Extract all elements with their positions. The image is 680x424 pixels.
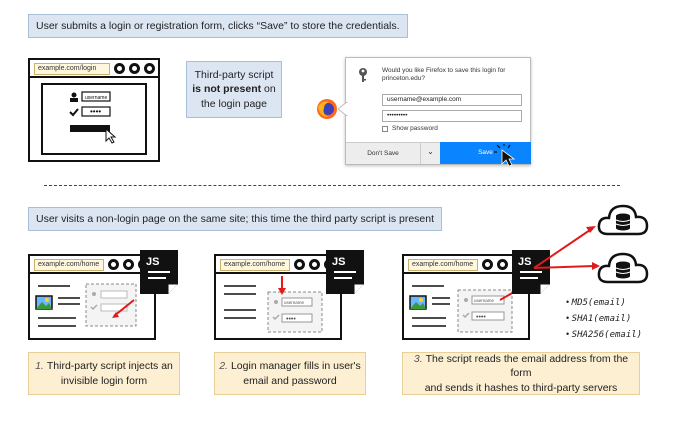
home-browser-window-1: example.com/home [28, 254, 156, 340]
svg-text:username: username [284, 300, 305, 305]
firefox-icon [317, 99, 337, 119]
step-number: 3. [413, 353, 423, 366]
js-script-icon [140, 250, 178, 294]
note-emphasis: is not present [192, 83, 262, 96]
hash-label: SHA1(email) [571, 314, 632, 324]
script-not-present-note: Third-party script is not present on the… [186, 61, 282, 118]
bottom-banner: User visits a non-login page on the same… [28, 207, 443, 231]
window-button-icon [309, 259, 320, 270]
browser-toolbar: example.com/home [30, 256, 154, 274]
dont-save-button[interactable]: Don't Save [346, 142, 420, 164]
url-bar: example.com/login [34, 63, 110, 75]
step-3-note: 3.The script reads the email address fro… [402, 352, 640, 395]
window-button-icon [123, 259, 134, 270]
filled-login-form: username •••• [457, 289, 513, 333]
url-bar: example.com/home [408, 259, 478, 271]
login-browser-window: example.com/login username •••• [28, 58, 160, 162]
cloud-database-icon [597, 252, 649, 284]
browser-toolbar: example.com/home [216, 256, 340, 274]
dropdown-button[interactable]: ⌄ [420, 142, 440, 164]
dialog-tail [338, 102, 348, 116]
key-icon [359, 68, 367, 82]
js-script-icon [326, 250, 364, 294]
dialog-site: princeton.edu? [382, 75, 426, 82]
js-script-icon [512, 250, 550, 294]
window-button-icon [144, 63, 155, 74]
window-button-icon [482, 259, 493, 270]
js-label: JS [518, 256, 532, 268]
note-line: on [264, 83, 276, 96]
show-password-checkbox[interactable] [382, 126, 388, 132]
note-line: Third-party script [194, 69, 274, 82]
show-password-label: Show password [392, 125, 438, 132]
image-icon [35, 295, 53, 310]
window-button-icon [129, 63, 140, 74]
hash-item: • MD5(email) [566, 297, 626, 308]
browser-toolbar: example.com/home [404, 256, 528, 274]
username-field[interactable]: username@example.com [382, 94, 522, 106]
window-button-icon [294, 259, 305, 270]
browser-toolbar: example.com/login [30, 60, 158, 78]
top-banner: User submits a login or registration for… [28, 14, 408, 38]
svg-text:••••: •••• [90, 107, 101, 116]
svg-text:••••: •••• [476, 314, 486, 321]
page-content-illustration [35, 283, 137, 327]
step-number: 1. [35, 360, 44, 373]
section-divider [44, 185, 620, 186]
password-field[interactable]: ••••••••• [382, 110, 522, 122]
step-number: 2. [219, 360, 228, 373]
image-icon [409, 295, 427, 310]
window-button-icon [114, 63, 125, 74]
cloud-database-icon [597, 204, 649, 236]
hash-item: • SHA1(email) [566, 313, 632, 324]
svg-text:username: username [474, 298, 495, 303]
click-cursor-icon [494, 144, 516, 166]
step-text: Third-party script injects an [46, 360, 173, 373]
url-bar: example.com/home [220, 259, 290, 271]
step-text: Login manager fills in user's [230, 360, 361, 373]
hash-list: • MD5(email) • SHA1(email) • SHA256(emai… [566, 294, 642, 342]
home-browser-window-3: example.com/home username •••• [402, 254, 530, 340]
step-text: email and password [243, 374, 337, 387]
page-content-illustration: username •••• [409, 283, 528, 333]
home-browser-window-2: example.com/home username •••• [214, 254, 342, 340]
exfiltration-arrows [533, 226, 600, 270]
js-label: JS [146, 256, 160, 268]
js-label: JS [332, 256, 346, 268]
note-line: the login page [201, 97, 267, 110]
user-icon [71, 92, 77, 98]
arrow-icon [113, 299, 135, 317]
hash-label: MD5(email) [571, 298, 626, 308]
cursor-icon [105, 127, 117, 144]
step-text: and sends it hashes to third-party serve… [424, 381, 618, 394]
dialog-question: Would you like Firefox to save this logi… [382, 67, 506, 74]
hash-label: SHA256(email) [571, 330, 643, 340]
step-text: The script reads the email address from … [425, 353, 629, 380]
step-text: invisible login form [60, 374, 148, 387]
svg-text:••••: •••• [286, 316, 296, 323]
login-form-illustration: username •••• [41, 83, 147, 155]
filled-login-form: username •••• [267, 291, 323, 333]
checkmark-icon [69, 108, 79, 117]
window-button-icon [108, 259, 119, 270]
hash-item: • SHA256(email) [566, 329, 643, 340]
url-bar: example.com/home [34, 259, 104, 271]
svg-text:username: username [85, 95, 107, 101]
save-login-dialog: Would you like Firefox to save this logi… [338, 57, 531, 166]
page-content-illustration: username •••• [224, 276, 323, 333]
window-button-icon [497, 259, 508, 270]
